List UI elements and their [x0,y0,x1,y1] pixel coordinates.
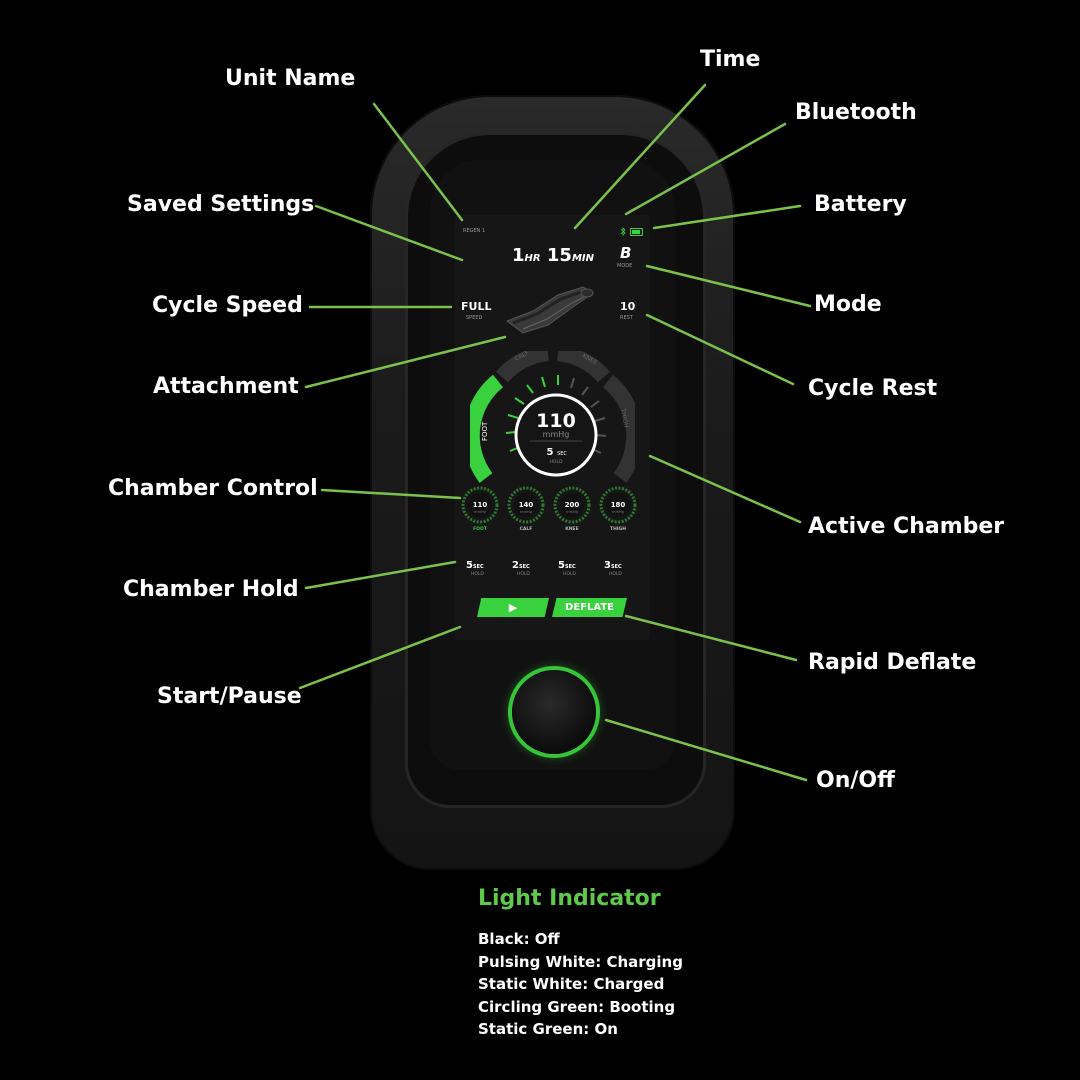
device-screen: REGEN 1 1HR 15MIN B MODE FULL SPEED 10 R… [455,215,650,640]
callout-mode: Mode [814,292,882,317]
active-chamber-gauge[interactable]: FOOT CALF KNEE THIGH 110 mmHg 5 SEC HOLD [470,351,635,491]
gauge-segment-knee[interactable] [556,351,611,383]
chamber-unit: mmHg [566,510,578,514]
callout-time: Time [700,47,761,72]
time-minutes: 15 [546,245,572,266]
callout-chamber-control: Chamber Control [108,476,318,501]
gauge-unit: mmHg [543,430,570,439]
chamber-hold-label: HOLD [471,572,484,577]
start-pause-button[interactable]: ▶ [477,598,549,617]
chamber-hold-label: HOLD [609,572,622,577]
bluetooth-icon [620,227,626,236]
light-indicator-item: Circling Green: Booting [478,997,676,1016]
battery-icon [630,228,643,236]
chamber-unit: mmHg [474,510,486,514]
light-indicator-item: Static Green: On [478,1020,618,1038]
chamber-pressure: 200 [565,501,580,509]
play-icon: ▶ [508,601,518,614]
chamber-pressure: 180 [611,501,626,509]
gauge-segment-foot[interactable] [470,374,504,483]
time-display: 1HR 15MIN [512,245,594,266]
chamber-pressure: 110 [473,501,488,509]
gauge-hold-unit: SEC [557,451,567,457]
light-indicator-item: Black: Off [478,930,560,948]
callout-unit-name: Unit Name [225,66,356,91]
gauge-label-foot: FOOT [481,421,489,441]
unit-name-text: REGEN 1 [463,228,486,234]
chamber-hold-unit: SEC [518,564,530,570]
callout-battery: Battery [814,192,907,217]
chamber-hold-calf[interactable]: 2SEC HOLD [512,553,546,577]
chamber-hold-value: 5 [558,560,565,571]
callout-cycle-rest: Cycle Rest [808,376,938,401]
callout-saved-settings: Saved Settings [127,192,315,217]
gauge-pressure: 110 [536,410,576,432]
chamber-hold-value: 3 [604,560,611,571]
time-hours-unit: HR [524,253,541,264]
gauge-hold-label: HOLD [550,459,563,465]
chamber-pressure: 140 [519,501,534,509]
callout-active-chamber: Active Chamber [808,514,1005,539]
light-indicator-item: Static White: Charged [478,975,665,993]
gauge-segment-thigh[interactable] [602,374,635,483]
chamber-hold-unit: SEC [472,564,484,570]
chamber-hold-value: 5 [466,560,473,571]
callout-bluetooth: Bluetooth [795,100,917,125]
chamber-hold-label: HOLD [563,572,576,577]
gauge-label-thigh: THIGH [619,407,629,428]
cycle-speed-value[interactable]: FULL [461,300,492,313]
rapid-deflate-button[interactable]: DEFLATE [552,598,627,617]
callout-rapid-deflate: Rapid Deflate [808,650,977,675]
attachment-image [505,286,594,334]
chamber-label: CALF [519,527,533,532]
callout-cycle-speed: Cycle Speed [152,293,303,318]
chamber-unit: mmHg [612,510,624,514]
cycle-rest-label: REST [620,315,633,321]
chamber-label: FOOT [473,527,487,532]
chamber-hold-label: HOLD [517,572,530,577]
gauge-hold-value: 5 [547,447,554,458]
callout-on-off: On/Off [816,768,895,793]
time-minutes-unit: MIN [571,253,594,264]
callout-attachment: Attachment [153,374,299,399]
callout-chamber-hold: Chamber Hold [123,577,299,602]
gauge-label-calf: CALF [514,351,531,363]
light-indicator-list: Black: Off Pulsing White: Charging Stati… [478,928,683,1041]
mode-label: MODE [617,263,633,269]
chamber-label: THIGH [610,527,626,532]
cycle-rest-value[interactable]: 10 [620,300,636,313]
chamber-hold-knee[interactable]: 5SEC HOLD [558,553,592,577]
callout-start-pause: Start/Pause [157,684,302,709]
chamber-hold-foot[interactable]: 5SEC HOLD [466,553,500,577]
light-indicator-item: Pulsing White: Charging [478,952,683,971]
chamber-label: KNEE [565,527,579,532]
chamber-hold-unit: SEC [564,564,576,570]
cycle-speed-label: SPEED [466,315,483,321]
light-indicator-title: Light Indicator [478,886,661,911]
chamber-hold-unit: SEC [610,564,622,570]
chamber-unit: mmHg [520,510,532,514]
power-button[interactable] [512,670,596,754]
chamber-hold-value: 2 [512,560,519,571]
chamber-hold-thigh[interactable]: 3SEC HOLD [604,553,638,577]
mode-value[interactable]: B [620,244,632,262]
time-hours: 1 [512,245,525,266]
